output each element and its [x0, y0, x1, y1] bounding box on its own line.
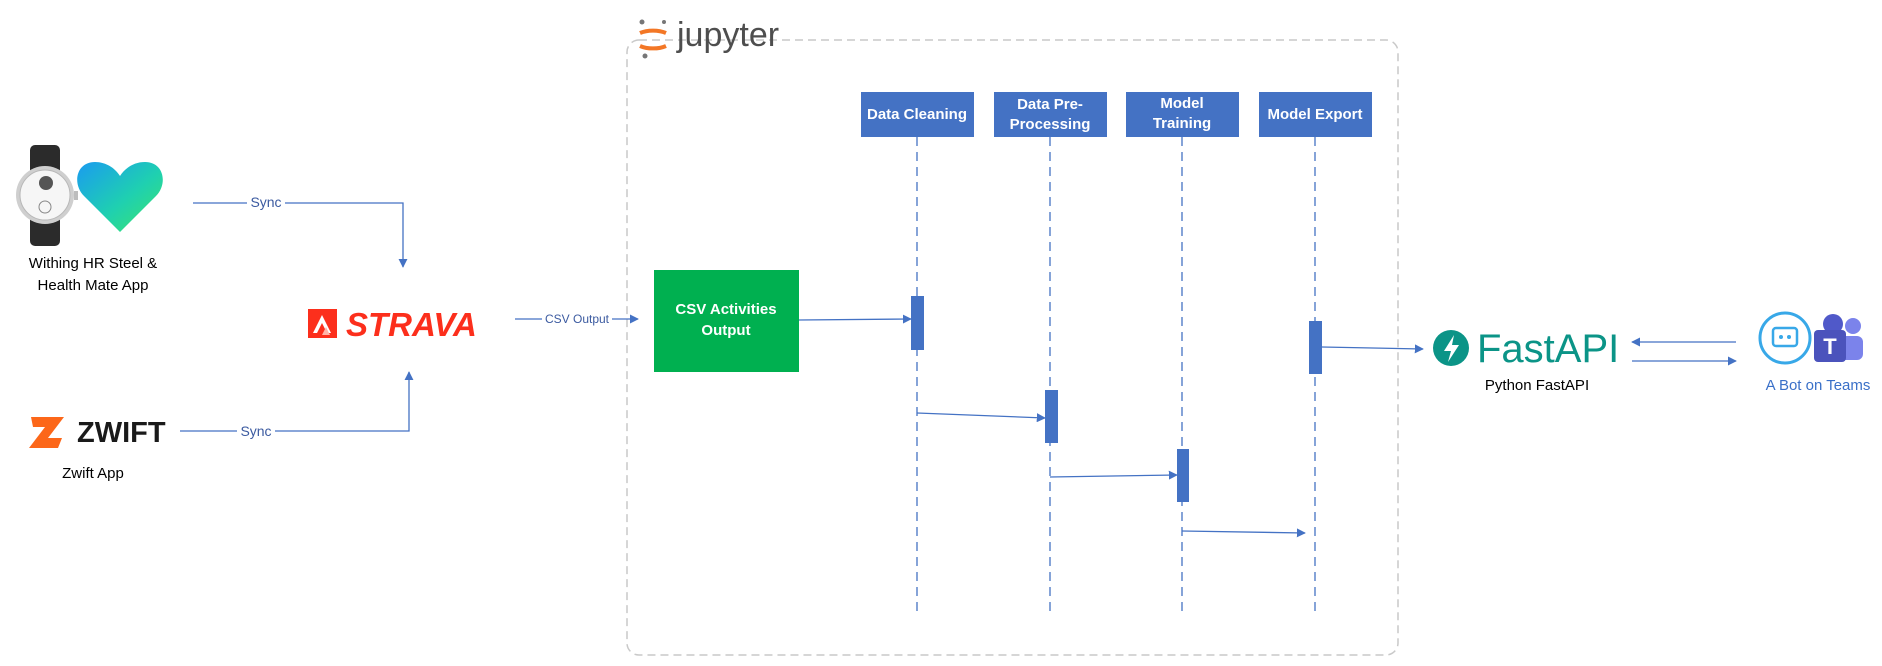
- health-mate-heart-icon: [77, 162, 163, 232]
- strava-logo-icon: [308, 309, 337, 338]
- lane-preprocessing-label-line2: Processing: [1010, 116, 1091, 133]
- lane-training-label-line2: Training: [1153, 115, 1211, 132]
- lane-header-data-preprocessing: [994, 92, 1107, 137]
- jupyter-container: [626, 39, 1399, 656]
- lane-header-model-training: [1126, 92, 1239, 137]
- message-preprocessing-to-training: [1049, 470, 1178, 480]
- zwift-sync-edge: [180, 371, 414, 432]
- fastapi-logo-text: FastAPI: [1477, 327, 1619, 371]
- withings-caption-line2: Health Mate App: [38, 277, 149, 294]
- lane-training-label-line1: Model: [1160, 95, 1203, 112]
- csv-box-line2: Output: [701, 322, 750, 339]
- lane-preprocessing-label-line1: Data Pre-: [1017, 96, 1083, 113]
- csv-box-line1: CSV Activities: [675, 301, 776, 318]
- message-export-to-fastapi: [1321, 344, 1424, 354]
- activation-model-training: [1177, 449, 1189, 502]
- svg-text:T: T: [1823, 334, 1837, 359]
- strava-logo-text: STRAVA: [346, 306, 477, 343]
- activation-data-preprocessing: [1045, 390, 1058, 443]
- jupyter-label: jupyter: [676, 16, 779, 54]
- lane-header-model-export: [1259, 92, 1372, 137]
- zwift-logo-icon: [29, 417, 64, 448]
- lane-header-data-cleaning: [861, 92, 974, 137]
- zwift-logo-text: ZWIFT: [77, 417, 166, 449]
- withings-caption-line1: Withing HR Steel &: [29, 255, 157, 272]
- withings-watch-icon: [16, 145, 78, 246]
- fastapi-caption: Python FastAPI: [1485, 377, 1589, 394]
- withings-sync-label: Sync: [250, 194, 281, 210]
- activation-model-export: [1309, 321, 1322, 374]
- jupyter-logo-icon: [639, 19, 667, 59]
- zwift-caption: Zwift App: [62, 465, 124, 482]
- message-cleaning-to-preprocessing: [916, 412, 1046, 423]
- csv-activities-box: [654, 270, 799, 372]
- teams-bot-icon: [1758, 311, 1812, 365]
- message-csv-to-cleaning: [798, 314, 912, 324]
- teams-logo-icon: T: [1814, 314, 1863, 362]
- lane-export-label: Model Export: [1267, 106, 1362, 123]
- zwift-sync-label: Sync: [240, 423, 271, 439]
- strava-csv-label: CSV Output: [545, 312, 610, 326]
- teams-caption: A Bot on Teams: [1766, 377, 1871, 394]
- lane-data-cleaning-label: Data Cleaning: [867, 106, 967, 123]
- fastapi-logo-icon: [1433, 330, 1469, 366]
- message-training-to-export: [1181, 528, 1306, 538]
- activation-data-cleaning: [911, 296, 924, 350]
- withings-sync-edge: [193, 202, 408, 268]
